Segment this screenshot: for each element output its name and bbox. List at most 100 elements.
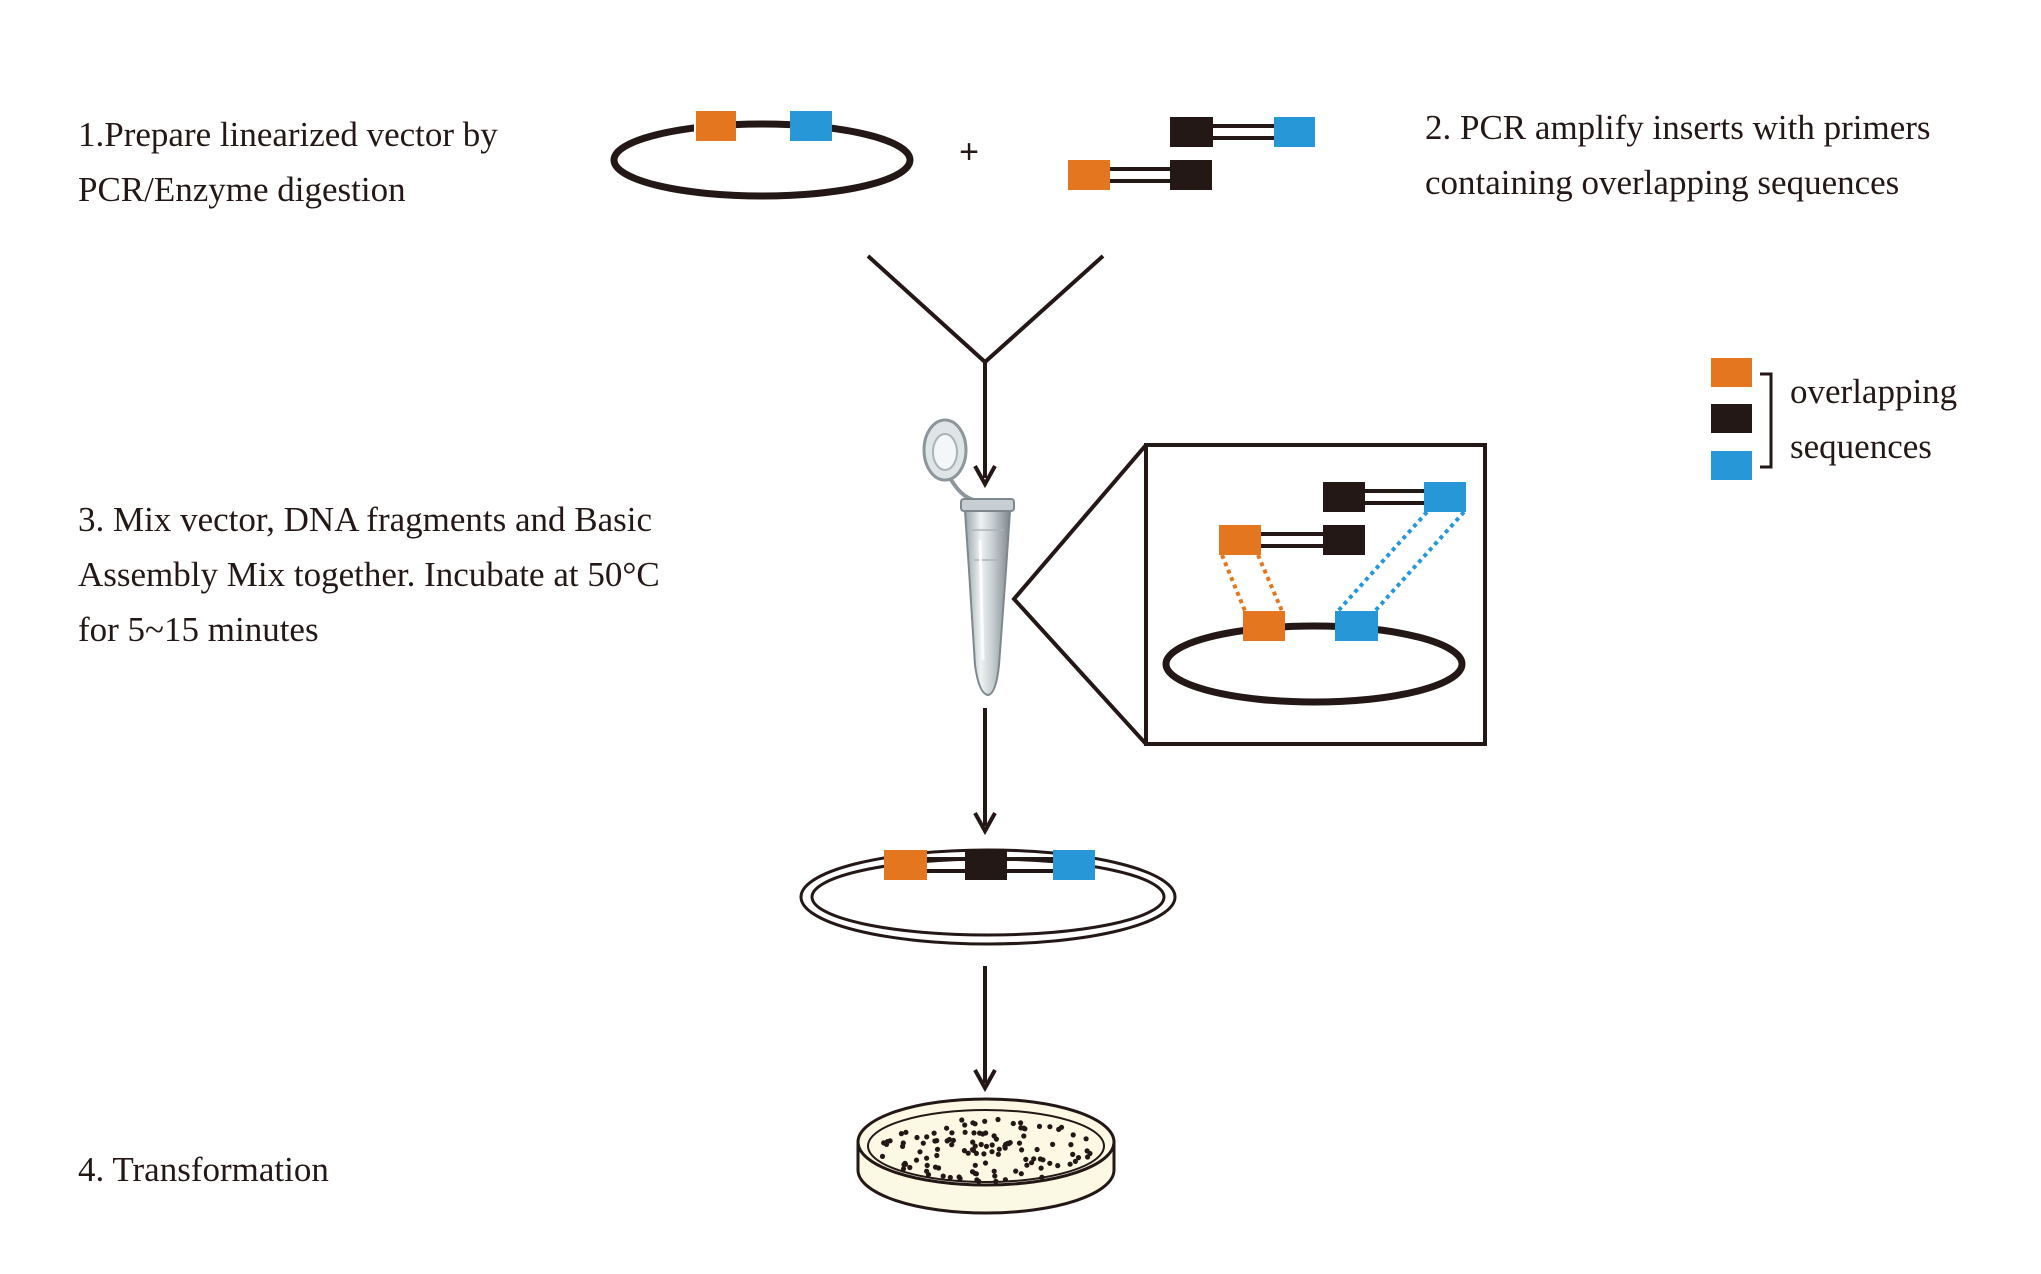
step3-line3: for 5~15 minutes xyxy=(78,610,319,649)
colony-dot xyxy=(993,1178,999,1184)
colony-dot xyxy=(970,1120,976,1126)
blue-overlap-block xyxy=(1053,850,1095,880)
colony-dot xyxy=(914,1134,920,1141)
blue-overlap-block xyxy=(790,111,832,141)
black-overlap-block xyxy=(965,850,1007,880)
legend xyxy=(1711,358,1773,480)
colony-dot xyxy=(981,1151,987,1157)
colony-dot xyxy=(972,1162,978,1168)
colony-dot xyxy=(1085,1154,1091,1160)
colony-dot xyxy=(1023,1156,1029,1162)
legend-blue-swatch xyxy=(1711,451,1752,480)
orange-overlap-block xyxy=(1243,611,1285,641)
step2-line1: 2. PCR amplify inserts with primers xyxy=(1425,108,1931,147)
pcr-insert-icon xyxy=(1068,117,1315,190)
colony-dot xyxy=(1047,1160,1053,1166)
step3-text: 3. Mix vector, DNA fragments and Basic A… xyxy=(78,492,660,657)
colony-dot xyxy=(971,1130,977,1136)
colony-dot xyxy=(932,1164,939,1170)
colony-dot xyxy=(1083,1136,1089,1142)
merge-funnel xyxy=(866,254,1105,489)
colony-dot xyxy=(924,1168,930,1174)
legend-line2: sequences xyxy=(1790,427,1932,466)
step4-line1: 4. Transformation xyxy=(78,1150,329,1189)
colony-dot xyxy=(1019,1147,1025,1153)
colony-dot xyxy=(1021,1133,1027,1139)
colony-dot xyxy=(949,1130,955,1136)
arrow-head xyxy=(973,465,997,489)
black-overlap-block xyxy=(1170,160,1212,190)
colony-dot xyxy=(924,1134,930,1140)
legend-black-swatch xyxy=(1711,404,1752,433)
colony-dot xyxy=(1039,1174,1045,1180)
colony-dot xyxy=(972,1170,978,1176)
step2-line2: containing overlapping sequences xyxy=(1425,163,1900,202)
step1-line1: 1.Prepare linearized vector by xyxy=(78,115,498,154)
blue-overlap-block xyxy=(1424,482,1466,512)
colony-dot xyxy=(1022,1126,1028,1132)
colony-dot xyxy=(1007,1140,1013,1146)
colony-dot xyxy=(1070,1151,1076,1157)
colony-dot xyxy=(900,1166,907,1172)
petri-dish-icon xyxy=(856,1097,1116,1215)
colony-dot xyxy=(1018,1120,1024,1126)
orange-overlap-block xyxy=(1219,525,1261,555)
colony-dot xyxy=(898,1131,905,1137)
legend-text: overlapping sequences xyxy=(1790,364,1957,474)
colony-dot xyxy=(1068,1142,1074,1148)
colony-dot xyxy=(1084,1148,1090,1154)
colony-dot xyxy=(907,1164,913,1171)
colony-dot xyxy=(1056,1126,1062,1132)
colony-dot xyxy=(983,1143,990,1149)
orange-overlap-block xyxy=(884,850,927,880)
colony-dot xyxy=(924,1162,930,1168)
plus-sign: + xyxy=(959,133,979,171)
colony-dot xyxy=(961,1148,968,1154)
colony-dot xyxy=(1010,1120,1016,1127)
colony-dot xyxy=(970,1139,976,1145)
colony-dot xyxy=(900,1140,906,1146)
colony-dot xyxy=(881,1140,887,1146)
blue-overlap-block xyxy=(1274,117,1315,147)
legend-line1: overlapping xyxy=(1790,372,1958,411)
circular-plasmid-icon xyxy=(799,848,1177,946)
colony-dot xyxy=(982,1118,988,1124)
colony-dot xyxy=(969,1147,976,1153)
step1-line2: PCR/Enzyme digestion xyxy=(78,170,406,209)
colony-dot xyxy=(973,1150,980,1156)
zoom-callout xyxy=(1011,443,1487,746)
colony-dot xyxy=(947,1174,953,1181)
black-overlap-block xyxy=(1323,482,1365,512)
colony-dot xyxy=(940,1173,946,1179)
colony-dot xyxy=(934,1138,940,1144)
colony-dot xyxy=(1018,1125,1024,1131)
colony-dot xyxy=(1072,1158,1078,1164)
blue-overlap-link xyxy=(1373,510,1466,613)
legend-bracket xyxy=(1760,372,1773,469)
legend-orange-swatch xyxy=(1711,358,1752,387)
colony-dot xyxy=(1002,1177,1009,1183)
step2-text: 2. PCR amplify inserts with primers cont… xyxy=(1425,100,1931,210)
colony-dot xyxy=(1036,1123,1043,1129)
colony-dot xyxy=(920,1140,926,1146)
black-overlap-block xyxy=(1170,117,1213,147)
arrow-to-plasmid xyxy=(973,708,997,836)
colony-dot xyxy=(980,1131,986,1137)
colony-dot xyxy=(1024,1162,1030,1168)
colony-dot xyxy=(982,1160,989,1166)
orange-overlap-link xyxy=(1256,554,1284,612)
colony-dot xyxy=(903,1129,909,1135)
colony-dot xyxy=(1029,1160,1035,1166)
colony-dot xyxy=(962,1129,968,1135)
colony-dot xyxy=(944,1125,950,1131)
colony-dot xyxy=(972,1143,978,1149)
blue-overlap-link xyxy=(1336,510,1429,613)
colony-dot xyxy=(959,1117,965,1123)
step3-line2: Assembly Mix together. Incubate at 50°C xyxy=(78,555,660,594)
linear-vector-icon xyxy=(610,110,914,200)
colony-dot xyxy=(1016,1140,1023,1146)
colony-dot xyxy=(946,1136,953,1143)
orange-overlap-block xyxy=(696,111,736,141)
colony-dot xyxy=(950,1137,957,1143)
colony-dot xyxy=(934,1146,941,1152)
